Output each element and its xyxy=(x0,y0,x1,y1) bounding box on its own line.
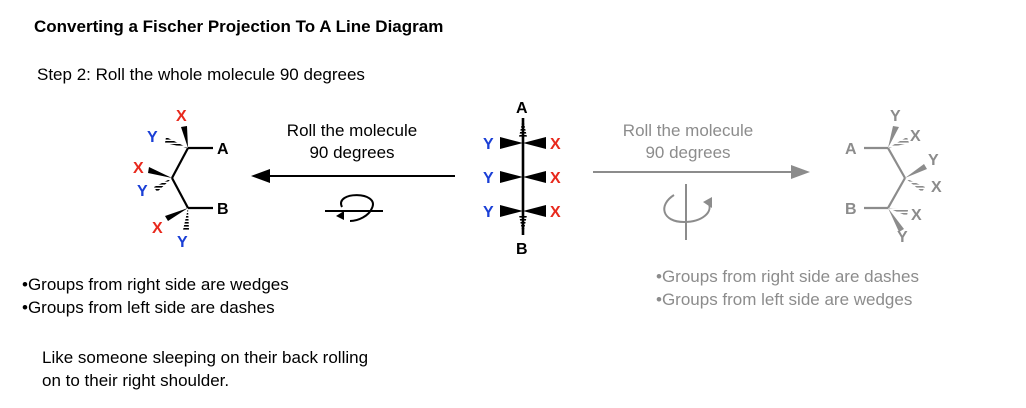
right-y-label-1: Y xyxy=(890,108,901,125)
left-a-label: A xyxy=(217,141,229,158)
fischer-wedge-y3 xyxy=(500,205,523,217)
left-bullet-2: •Groups from left side are dashes xyxy=(22,298,275,317)
right-x-label-3: X xyxy=(911,207,922,224)
left-bullet-1: •Groups from right side are wedges xyxy=(22,275,289,294)
right-rotation-icon xyxy=(663,184,712,240)
left-line-diagram: X Y A X Y B X Y xyxy=(133,108,229,251)
right-wedge-y2 xyxy=(905,164,927,178)
step-caption: Step 2: Roll the whole molecule 90 degre… xyxy=(37,65,365,84)
right-arrow-label: Roll the molecule 90 degrees xyxy=(598,120,778,164)
right-rotation-curve xyxy=(663,194,711,224)
left-bullet-list: •Groups from right side are wedges •Grou… xyxy=(22,273,289,319)
right-line-diagram: Y X A Y X B X Y xyxy=(845,108,942,246)
fischer-x-label-1: X xyxy=(550,136,561,153)
right-wedge-y1 xyxy=(888,126,899,148)
left-arrow-label-line1: Roll the molecule xyxy=(286,121,418,140)
right-arrow xyxy=(593,165,810,179)
right-arrow-head xyxy=(791,165,810,179)
fischer-a-label: A xyxy=(516,100,528,117)
left-rotation-icon xyxy=(325,194,383,222)
left-rotation-curve xyxy=(340,194,374,222)
right-backbone-bond-1 xyxy=(887,147,906,179)
analogy-note-line2: on to their right shoulder. xyxy=(42,371,230,390)
fischer-wedge-x3 xyxy=(523,205,546,217)
fischer-wedge-y2 xyxy=(500,171,523,183)
left-backbone-bond-2 xyxy=(171,177,189,209)
right-backbone-bond-2 xyxy=(887,177,906,209)
right-bullet-list: •Groups from right side are dashes •Grou… xyxy=(656,265,919,311)
right-y-label-3: Y xyxy=(897,229,908,246)
left-arrow-label: Roll the molecule 90 degrees xyxy=(262,120,442,164)
left-dash-y3 xyxy=(183,208,189,230)
right-dash-x1 xyxy=(888,137,909,148)
fischer-dash-top xyxy=(519,118,527,137)
fischer-x-label-3: X xyxy=(550,204,561,221)
fischer-dash-bottom xyxy=(519,215,527,235)
fischer-y-label-2: Y xyxy=(483,170,494,187)
left-rotation-arrowhead xyxy=(336,211,344,220)
left-arrow-label-line2: 90 degrees xyxy=(309,143,395,162)
right-x-label-2: X xyxy=(931,179,942,196)
right-arrow-label-line1: Roll the molecule xyxy=(622,121,754,140)
left-b-label: B xyxy=(217,201,229,218)
right-rotation-arrowhead xyxy=(703,197,712,208)
right-bullet-1: •Groups from right side are dashes xyxy=(656,267,919,286)
right-x-label-1: X xyxy=(910,128,921,145)
fischer-y-label-3: Y xyxy=(483,204,494,221)
fischer-wedge-x2 xyxy=(523,171,546,183)
left-dash-y1 xyxy=(165,137,188,148)
left-y-label-1: Y xyxy=(147,129,158,146)
fischer-b-label: B xyxy=(516,241,528,258)
left-wedge-x1 xyxy=(181,126,188,148)
fischer-x-label-2: X xyxy=(550,170,561,187)
left-dash-y2 xyxy=(154,178,172,192)
analogy-note: Like someone sleeping on their back roll… xyxy=(42,346,368,392)
right-arrow-label-line2: 90 degrees xyxy=(645,143,731,162)
left-backbone-bond-1 xyxy=(171,147,189,179)
fischer-wedge-x1 xyxy=(523,137,546,149)
fischer-wedge-y1 xyxy=(500,137,523,149)
right-y-label-2: Y xyxy=(928,152,939,169)
left-x-label-2: X xyxy=(133,160,144,177)
right-wedge-y3 xyxy=(888,208,904,232)
right-dash-x2 xyxy=(905,178,925,192)
fischer-projection: A B Y X Y X Y X xyxy=(483,100,561,258)
right-bullet-2: •Groups from left side are wedges xyxy=(656,290,913,309)
page-title: Converting a Fischer Projection To A Lin… xyxy=(34,17,444,36)
left-arrow xyxy=(251,169,455,183)
left-wedge-x3 xyxy=(165,208,188,221)
left-x-label-1: X xyxy=(176,108,187,125)
left-y-label-2: Y xyxy=(137,183,148,200)
right-b-label: B xyxy=(845,201,857,218)
right-a-label: A xyxy=(845,141,857,158)
left-x-label-3: X xyxy=(152,220,163,237)
analogy-note-line1: Like someone sleeping on their back roll… xyxy=(42,348,369,367)
fischer-y-label-1: Y xyxy=(483,136,494,153)
left-y-label-3: Y xyxy=(177,234,188,251)
right-dash-x3 xyxy=(888,208,908,216)
left-arrow-head xyxy=(251,169,270,183)
left-wedge-x2 xyxy=(148,167,172,178)
